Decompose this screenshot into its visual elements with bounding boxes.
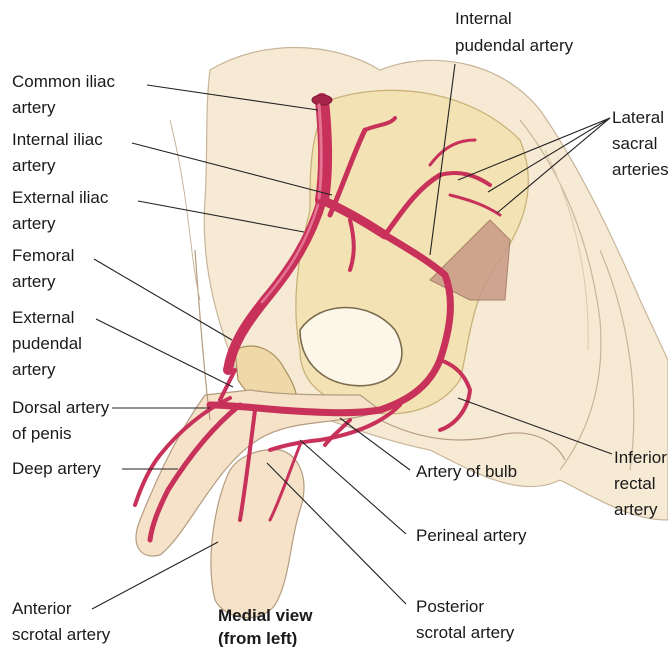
common-iliac-cut-end [312, 95, 332, 105]
label-external-iliac-1: External iliac [12, 188, 109, 207]
body-silhouette [136, 48, 668, 618]
label-posterior-scrotal-1: Posterior [416, 597, 484, 616]
label-dorsal-penis-2: of penis [12, 424, 72, 443]
label-posterior-scrotal-2: scrotal artery [416, 623, 515, 642]
label-inferior-rectal-1: Inferior [614, 448, 667, 467]
label-external-pudendal-3: artery [12, 360, 56, 379]
label-anterior-scrotal-2: scrotal artery [12, 625, 111, 644]
label-external-iliac-2: artery [12, 214, 56, 233]
label-femoral-1: Femoral [12, 246, 74, 265]
label-lateral-sacral-2: sacral [612, 134, 657, 153]
label-lateral-sacral-3: arteries [612, 160, 668, 179]
label-deep-artery: Deep artery [12, 459, 101, 478]
label-internal-pudendal-1: Internal [455, 9, 512, 28]
label-external-pudendal-1: External [12, 308, 74, 327]
label-lateral-sacral-1: Lateral [612, 108, 664, 127]
label-anterior-scrotal-1: Anterior [12, 599, 72, 618]
caption-line-1: Medial view [218, 606, 313, 625]
label-internal-iliac-2: artery [12, 156, 56, 175]
label-femoral-2: artery [12, 272, 56, 291]
label-artery-of-bulb: Artery of bulb [416, 462, 517, 481]
leader-perineal [300, 440, 406, 534]
label-internal-iliac-1: Internal iliac [12, 130, 103, 149]
label-perineal: Perineal artery [416, 526, 527, 545]
label-common-iliac-1: Common iliac [12, 72, 115, 91]
label-internal-pudendal-2: pudendal artery [455, 36, 574, 55]
label-external-pudendal-2: pudendal [12, 334, 82, 353]
leader-external-pudendal [96, 319, 233, 387]
label-common-iliac-2: artery [12, 98, 56, 117]
caption-line-2: (from left) [218, 629, 297, 647]
label-dorsal-penis-1: Dorsal artery [12, 398, 110, 417]
label-inferior-rectal-2: rectal [614, 474, 656, 493]
label-inferior-rectal-3: artery [614, 500, 658, 519]
